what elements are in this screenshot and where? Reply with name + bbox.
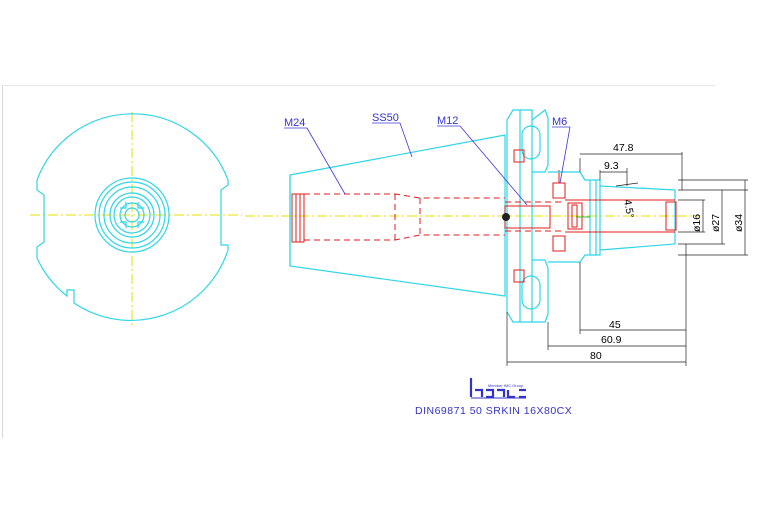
dim-dia-34: ø34 xyxy=(733,214,745,232)
dimensions: 47.8 9.3 4.5° ø16 ø27 ø34 45 60.9 xyxy=(506,142,748,366)
dim-dia-27: ø27 xyxy=(710,214,722,232)
dim-45: 45 xyxy=(609,319,621,331)
side-view xyxy=(245,109,700,323)
dim-60-9: 60.9 xyxy=(601,334,622,346)
label-ss50: SS50 xyxy=(372,112,399,124)
end-view xyxy=(30,112,242,325)
brand-logo: Member IMC Group xyxy=(469,378,526,399)
dim-angle: 4.5° xyxy=(621,198,636,219)
dim-47-8: 47.8 xyxy=(613,142,634,154)
logo-small-text: Member IMC Group xyxy=(488,383,524,388)
dim-9-3: 9.3 xyxy=(604,160,619,172)
dim-dia-16: ø16 xyxy=(691,214,703,232)
callouts: M24 SS50 M12 M6 xyxy=(284,112,571,206)
shank xyxy=(548,171,601,263)
drawing-frame xyxy=(2,85,715,438)
label-m12: M12 xyxy=(437,115,458,127)
drawing-title: DIN69871 50 SRKIN 16X80CX xyxy=(415,405,572,417)
label-m6: M6 xyxy=(552,116,567,128)
label-m24: M24 xyxy=(284,117,305,129)
dim-80: 80 xyxy=(590,350,602,362)
